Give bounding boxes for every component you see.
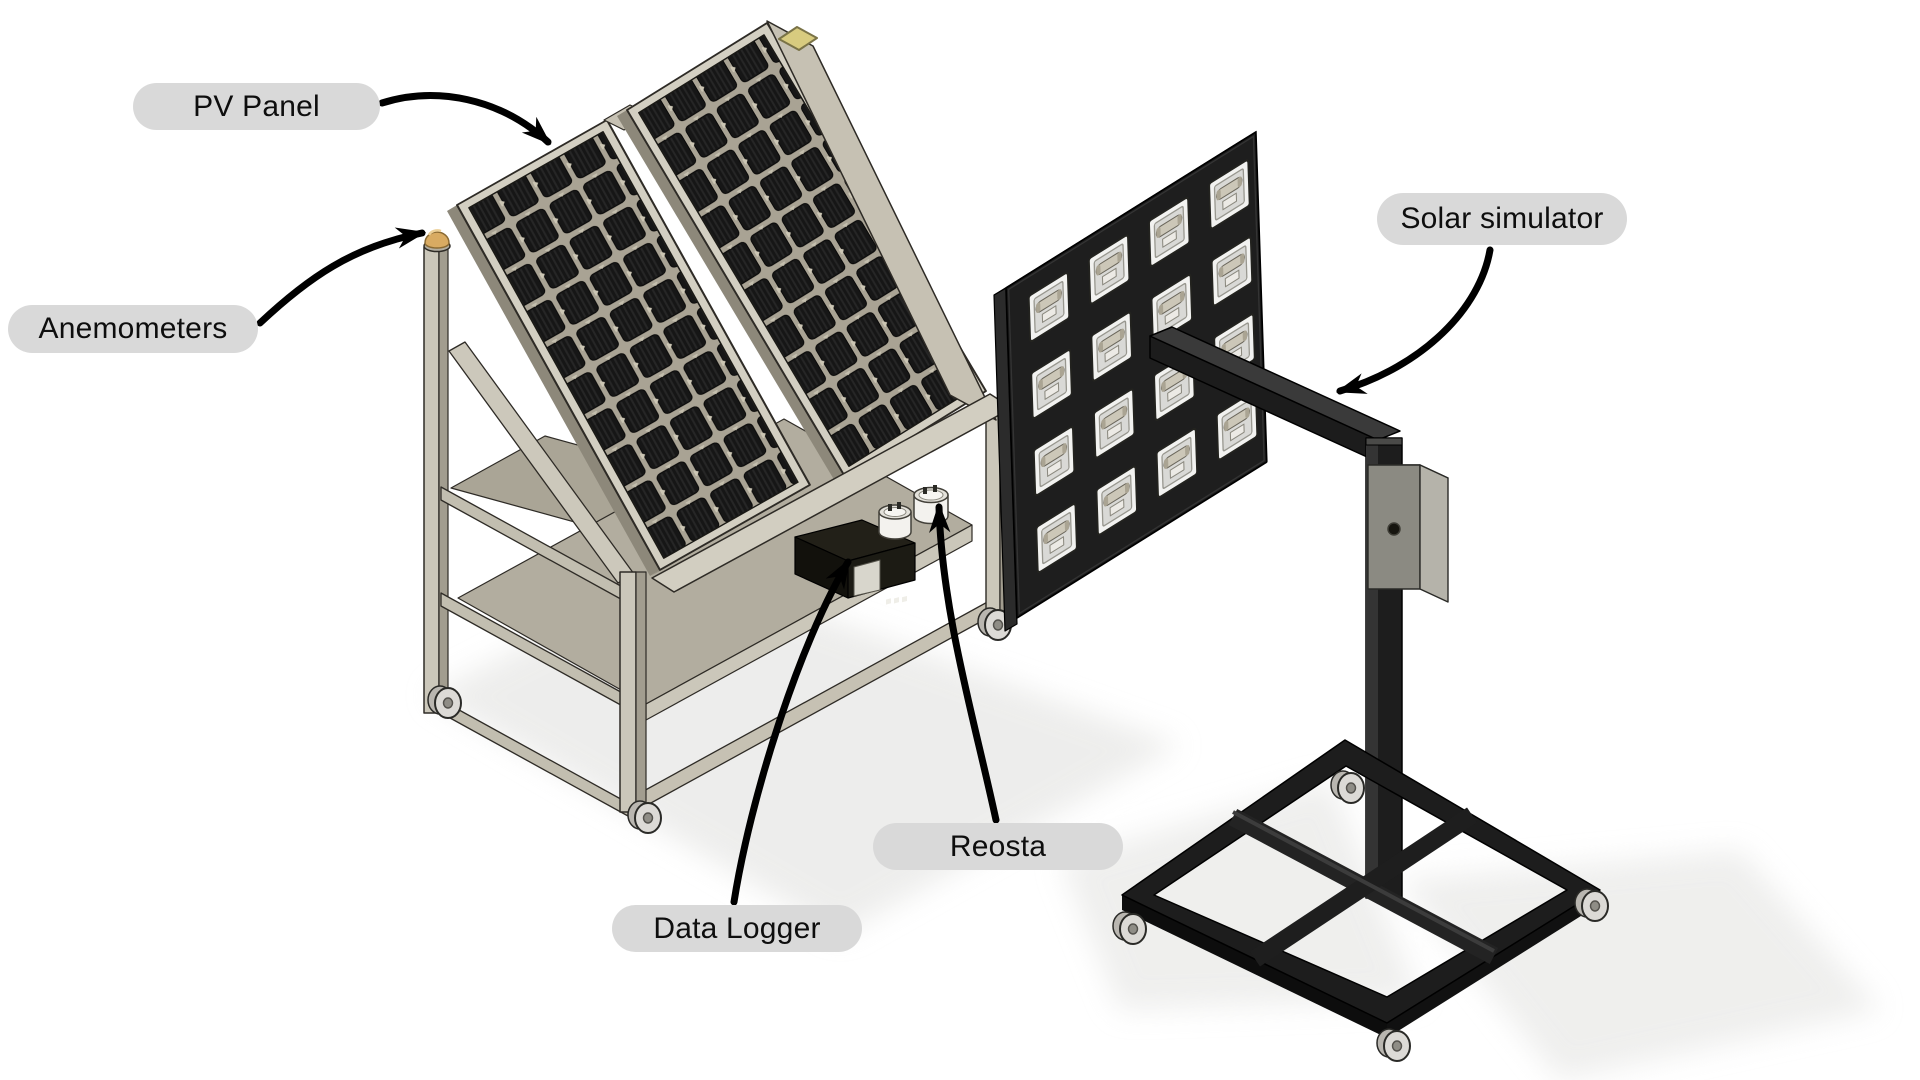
- pv-right-depth: [617, 110, 846, 483]
- rig-front-left-leg-side: [635, 571, 647, 813]
- pv-panel-left: [456, 119, 811, 571]
- anemometer-highlight: [427, 229, 442, 236]
- control-box-side: [1419, 464, 1449, 603]
- rig-right-leg: [985, 399, 1001, 619]
- anemometer-top-plate: [778, 26, 818, 51]
- data-logger-screen: [853, 559, 881, 597]
- callout-arrow-pv-panel: [378, 92, 552, 146]
- callout-arrow-anemometers: [256, 227, 427, 327]
- pv-left-depth: [447, 205, 660, 576]
- caster-wheel: [627, 800, 662, 834]
- label-reosta-text: Reosta: [949, 829, 1047, 863]
- callout-arrow-data-logger: [730, 558, 852, 906]
- label-reosta: Reosta: [873, 823, 1123, 870]
- label-anemometers-text: Anemometers: [38, 312, 228, 345]
- label-solar-simulator: Solar simulator: [1377, 193, 1627, 245]
- base-depth-right: [1387, 890, 1600, 1038]
- callout-arrow-reosta: [929, 502, 1000, 824]
- callout-arrows: [256, 92, 1494, 906]
- caster-wheel: [1376, 1028, 1411, 1062]
- rig-left-rails: [440, 341, 635, 817]
- callout-arrow-solar-simulator: [1335, 246, 1494, 395]
- pv-test-rig: [423, 20, 1013, 834]
- stand-shadow-right: [1400, 850, 1880, 1080]
- rig-back-left-post-side: [438, 246, 449, 714]
- control-box-knob: [1387, 522, 1401, 536]
- label-solar-simulator-text: Solar simulator: [1400, 202, 1604, 235]
- rheostat-left: [878, 502, 912, 540]
- label-data-logger: Data Logger: [612, 905, 862, 952]
- pv-panel-right: [626, 22, 987, 480]
- solar-simulator: [993, 130, 1609, 1062]
- base-depth-left: [1122, 895, 1387, 1038]
- rig-front-left-leg: [619, 571, 637, 813]
- stand-shadow-left: [1060, 780, 1420, 1010]
- simulator-control-box: [1367, 464, 1449, 603]
- rig-back-left-post: [423, 246, 440, 714]
- base-cross-bar: [1250, 807, 1477, 967]
- label-anemometers: Anemometers: [8, 305, 258, 353]
- label-pv-panel: PV Panel: [133, 83, 380, 130]
- solar-simulator-board: [1005, 130, 1268, 620]
- label-pv-panel-text: PV Panel: [193, 89, 320, 123]
- simulator-base: [1112, 739, 1609, 1062]
- data-logger-keypad: [886, 595, 907, 605]
- label-data-logger-text: Data Logger: [653, 911, 821, 945]
- base-cross-highlight: [1232, 810, 1495, 953]
